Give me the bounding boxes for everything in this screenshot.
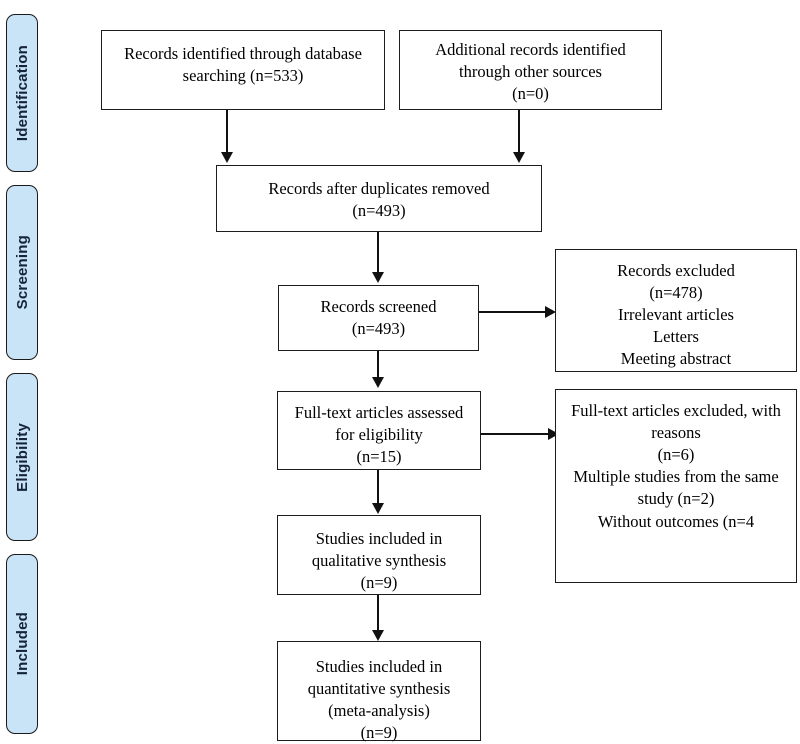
arrow-fulltext-to-excluded (548, 428, 559, 440)
connector-screened-to-excluded (479, 311, 547, 313)
box-quantitative-synthesis-text: Studies included in quantitative synthes… (307, 657, 451, 743)
box-records-screened-text: Records screened (n=493) (320, 297, 437, 339)
arrow-duplicates-to-screened (372, 272, 384, 283)
stage-label-included: Included (6, 554, 38, 734)
box-fulltext-assessed: Full-text articles assessed for eligibil… (277, 391, 481, 470)
box-quantitative-synthesis: Studies included in quantitative synthes… (277, 641, 481, 743)
box-records-after-duplicates: Records after duplicates removed (n=493) (216, 165, 542, 232)
connector-fulltext-to-qualitative (377, 470, 379, 505)
stage-label-eligibility: Eligibility (6, 373, 38, 541)
box-fulltext-assessed-text: Full-text articles assessed for eligibil… (294, 403, 464, 467)
stage-label-screening-text: Screening (13, 235, 31, 310)
arrow-qualitative-to-quantitative (372, 630, 384, 641)
box-records-after-duplicates-text: Records after duplicates removed (n=493) (268, 179, 490, 221)
box-additional-records-other-sources: Additional records identified through ot… (399, 30, 662, 110)
connector-screened-to-fulltext (377, 351, 379, 379)
arrow-screened-to-fulltext (372, 377, 384, 388)
box-records-identified-database-text: Records identified through database sear… (124, 44, 362, 86)
box-fulltext-excluded: Full-text articles excluded, with reason… (555, 389, 797, 583)
connector-other-to-duplicates (518, 110, 520, 154)
stage-label-included-text: Included (13, 612, 31, 676)
stage-label-eligibility-text: Eligibility (13, 422, 31, 492)
connector-qualitative-to-quantitative (377, 595, 379, 632)
arrow-screened-to-excluded (545, 306, 556, 318)
arrow-other-to-duplicates (513, 152, 525, 163)
stage-label-identification-text: Identification (13, 44, 31, 142)
box-records-screened: Records screened (n=493) (278, 285, 479, 351)
stage-label-identification: Identification (6, 14, 38, 172)
box-qualitative-synthesis-text: Studies included in qualitative synthesi… (311, 529, 447, 593)
connector-duplicates-to-screened (377, 232, 379, 274)
box-fulltext-excluded-text: Full-text articles excluded, with reason… (571, 401, 781, 531)
box-qualitative-synthesis: Studies included in qualitative synthesi… (277, 515, 481, 595)
connector-fulltext-to-excluded (481, 433, 550, 435)
arrow-fulltext-to-qualitative (372, 503, 384, 514)
box-records-excluded: Records excluded (n=478) Irrelevant arti… (555, 249, 797, 372)
arrow-database-to-duplicates (221, 152, 233, 163)
box-additional-records-other-sources-text: Additional records identified through ot… (435, 40, 626, 104)
box-records-identified-database: Records identified through database sear… (101, 30, 385, 110)
connector-database-to-duplicates (226, 110, 228, 154)
stage-label-screening: Screening (6, 185, 38, 360)
box-records-excluded-text: Records excluded (n=478) Irrelevant arti… (617, 261, 735, 369)
